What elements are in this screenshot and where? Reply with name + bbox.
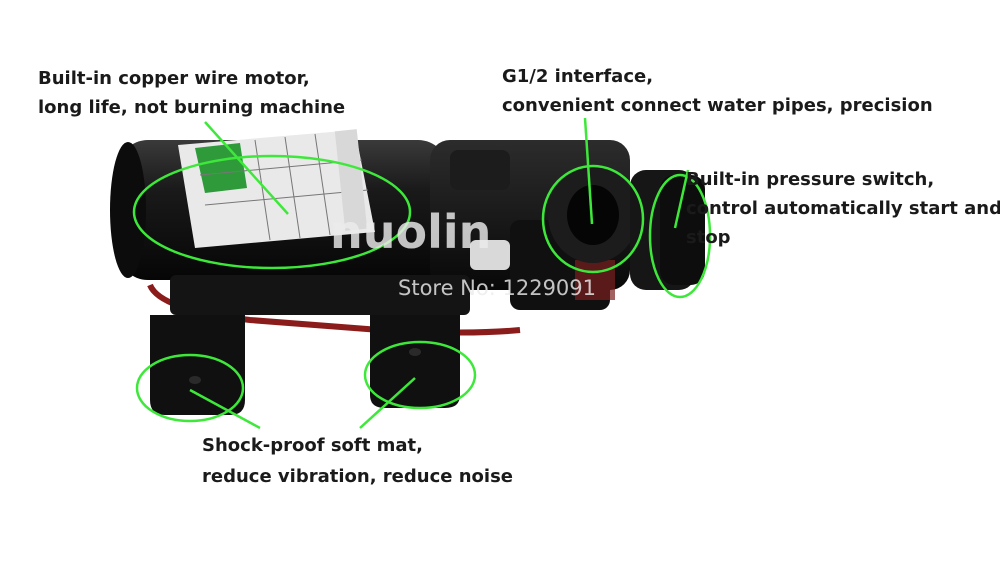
pressure-switch [630, 170, 705, 290]
outlet-port [548, 167, 638, 263]
highlight-motor [132, 121, 412, 270]
caption-switch-line-1: Built-in pressure switch, [686, 169, 935, 190]
highlight-interface [541, 117, 645, 274]
caption-interface: G1/2 interface, convenient connect water… [502, 62, 933, 120]
caption-switch-line-3: stop [686, 227, 731, 248]
watermark-store-number: Store No: 1229091 [398, 276, 597, 300]
caption-interface-line-2: convenient connect water pipes, precisio… [502, 95, 933, 116]
caption-motor: Built-in copper wire motor, long life, n… [38, 64, 345, 122]
pump-base [150, 275, 470, 415]
caption-mat-line-2: reduce vibration, reduce noise [202, 466, 514, 487]
highlight-switch [648, 169, 712, 299]
caption-switch-line-2: control automatically start and [686, 198, 1000, 219]
caption-soft-mat: Shock-proof soft mat, reduce vibration, … [202, 430, 513, 492]
caption-pressure-switch: Built-in pressure switch, control automa… [686, 165, 1000, 252]
caption-motor-line-2: long life, not burning machine [38, 97, 346, 118]
caption-interface-line-1: G1/2 interface, [502, 66, 654, 87]
highlight-mat-right [359, 340, 477, 429]
caption-motor-line-1: Built-in copper wire motor, [38, 68, 310, 89]
highlight-mat-left [135, 353, 261, 430]
watermark-brand: nuolin [330, 205, 492, 259]
caption-mat-line-1: Shock-proof soft mat, [202, 435, 423, 456]
